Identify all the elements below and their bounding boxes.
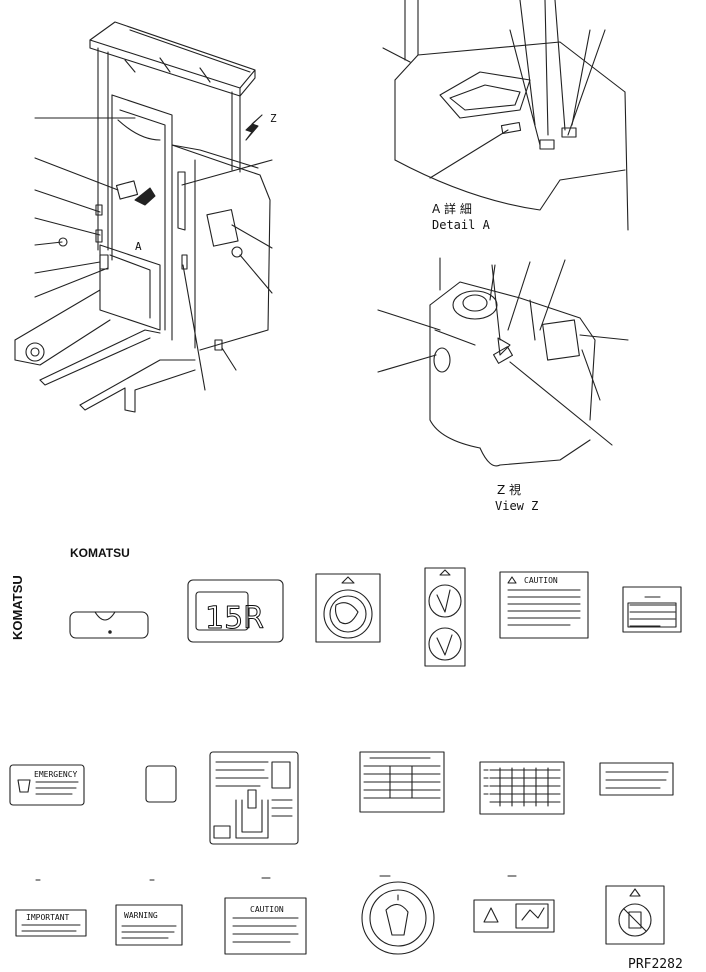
view-z-caption-en: View Z [495, 499, 538, 513]
blank-decal [145, 765, 177, 803]
dial-decal [424, 567, 466, 667]
text-label-decal [599, 762, 674, 796]
detail-a-caption-jp: A 詳 細 [432, 201, 472, 216]
view-arrow-letter-z: Z [270, 112, 277, 125]
instruction-plate-decal [209, 751, 299, 845]
important-plate-text: IMPORTANT [26, 913, 70, 922]
warning-plate-decal [115, 904, 183, 946]
drawing-code: PRF2282 [628, 957, 683, 972]
view-z-caption-jp: Z 視 [497, 482, 521, 497]
view-z-view [377, 257, 629, 467]
brand-decal-horizontal: KOMATSU [70, 546, 130, 560]
caution-plate-decal [499, 571, 589, 639]
safety-seal-decal [315, 573, 381, 643]
caution-plate-decal-2 [224, 897, 307, 955]
round-seal-decal [361, 881, 435, 955]
name-plate-decal [622, 586, 682, 633]
detail-a-view [382, 0, 629, 231]
caution-plate-2-text: CAUTION [250, 905, 284, 914]
detail-a-caption-en: Detail A [432, 218, 491, 232]
load-chart-decal [479, 761, 565, 815]
model-plate-decal [187, 579, 284, 643]
emergency-plate-decal [9, 764, 85, 806]
brand-decal-vertical: KOMATSU [10, 575, 25, 640]
important-plate-decal [15, 909, 87, 937]
table-plate-decal [359, 751, 445, 813]
warning-pictogram-decal [473, 899, 555, 933]
cutout-plate-decal [69, 611, 149, 639]
emergency-plate-text: EMERGENCY [34, 770, 78, 779]
prohibition-decal [605, 885, 665, 945]
forklift-main-view [14, 21, 273, 413]
model-plate-text: 15R [205, 601, 264, 636]
caution-plate-text: CAUTION [524, 576, 558, 585]
detail-letter-a: A [135, 240, 142, 253]
warning-plate-text: WARNING [124, 911, 158, 920]
